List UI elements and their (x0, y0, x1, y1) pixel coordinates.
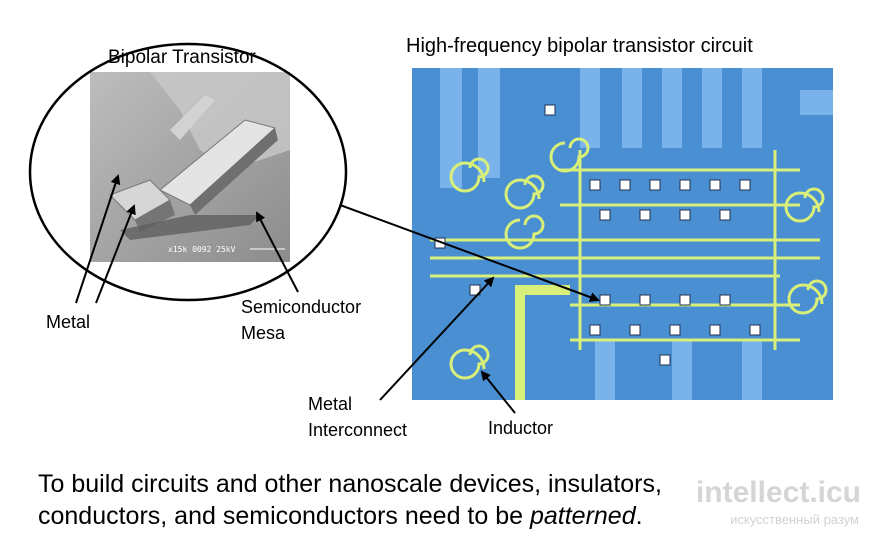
semiconductor-mesa-label: Semiconductor Mesa (241, 297, 362, 343)
magnifier-ellipse (28, 42, 348, 302)
metal-arrow-1 (75, 174, 121, 304)
inductor-arrow (480, 370, 516, 414)
magnify-pointer-arrow (339, 204, 600, 302)
watermark-logo: intellect.icu (695, 476, 861, 509)
caption-end: . (635, 502, 643, 530)
inductor-label: Inductor (488, 418, 554, 438)
caption-main: To build circuits and other nanoscale de… (38, 470, 662, 530)
chip-image (412, 68, 833, 400)
sem-image: x15k 0092 25kV (90, 72, 290, 262)
circuit-title: High-frequency bipolar transistor circui… (406, 35, 753, 57)
mesa-arrow (256, 211, 299, 293)
caption-emphasis: patterned (529, 502, 636, 530)
sem-scale-text: x15k 0092 25kV (168, 245, 236, 254)
metal-label: Metal (46, 312, 91, 332)
interconnect-arrow (379, 276, 495, 401)
metal-interconnect-label: Metal Interconnect (308, 394, 408, 440)
metal-arrow-2 (95, 204, 136, 304)
bipolar-transistor-title: Bipolar Transistor (108, 47, 256, 68)
watermark-subtext: искусственный разум (730, 512, 859, 527)
caption-text: To build circuits and other nanoscale de… (38, 468, 798, 532)
